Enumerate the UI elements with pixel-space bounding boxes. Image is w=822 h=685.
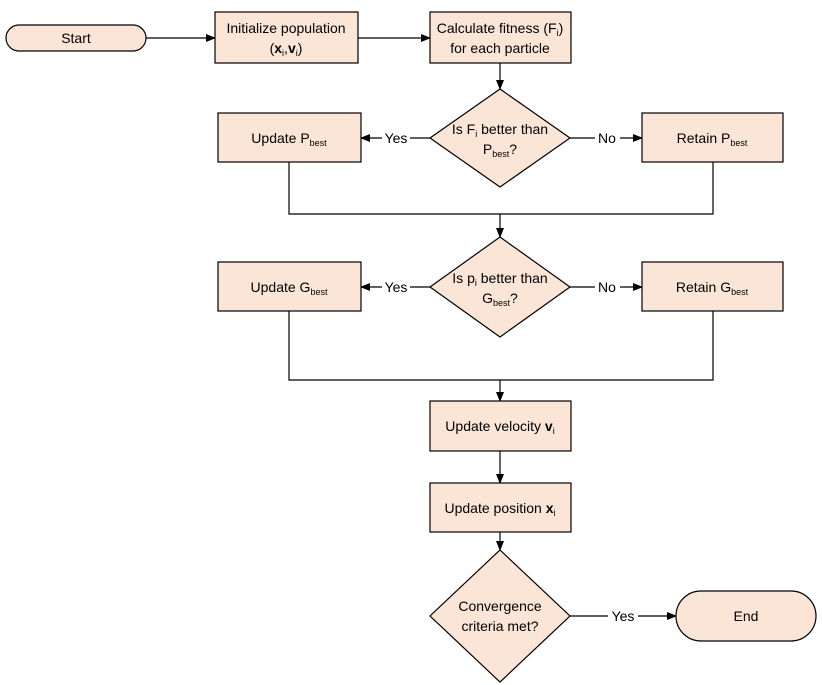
fitness-node: Calculate fitness (Fi) for each particle (429, 11, 572, 64)
update-position-node: Update position xi (429, 482, 572, 533)
yes-label-3: Yes (612, 608, 635, 624)
init-line1: Initialize population (226, 20, 345, 36)
merge1 (288, 162, 714, 215)
fitness-line2: for each particle (450, 40, 550, 56)
retain-pbest-label: Retain Pbest (677, 130, 748, 148)
no-label-1: No (598, 130, 616, 146)
convergence-line2: criteria met? (461, 618, 538, 634)
decision2-line1: Is pi better than (452, 270, 547, 288)
init-node: Initialize population (xi,vi) (214, 11, 359, 64)
connectors (146, 34, 714, 620)
decision2-line2: Gbest? (482, 290, 518, 308)
start-label: Start (61, 30, 91, 46)
decision-convergence: Convergence criteria met? (429, 549, 571, 683)
update-pbest-label: Update Pbest (251, 130, 327, 148)
decision1-line1: Is Fi better than (452, 121, 548, 139)
decision1-line2: Pbest? (483, 141, 517, 159)
merge2 (288, 311, 714, 381)
update-gbest-label: Update Gbest (251, 279, 328, 297)
update-velocity-node: Update velocity vi (429, 400, 572, 452)
fitness-line1: Calculate fitness (Fi) (437, 20, 564, 38)
retain-gbest-node: Retain Gbest (641, 261, 784, 312)
retain-gbest-label: Retain Gbest (676, 279, 749, 297)
yes-label-1: Yes (385, 130, 408, 146)
update-position-label: Update position xi (445, 500, 556, 518)
start-node: Start (5, 24, 147, 52)
update-pbest-node: Update Pbest (217, 112, 362, 163)
update-gbest-node: Update Gbest (217, 261, 362, 312)
end-node: End (675, 590, 817, 642)
decision-pbest: Is Fi better than Pbest? (428, 88, 572, 188)
yes-label-2: Yes (385, 279, 408, 295)
end-label: End (734, 608, 759, 624)
convergence-line1: Convergence (458, 598, 541, 614)
retain-pbest-node: Retain Pbest (641, 112, 784, 163)
no-label-2: No (598, 279, 616, 295)
decision-gbest: Is pi better than Gbest? (428, 236, 572, 338)
init-line2: (xi,vi) (270, 40, 303, 58)
update-velocity-label: Update velocity vi (445, 418, 554, 436)
